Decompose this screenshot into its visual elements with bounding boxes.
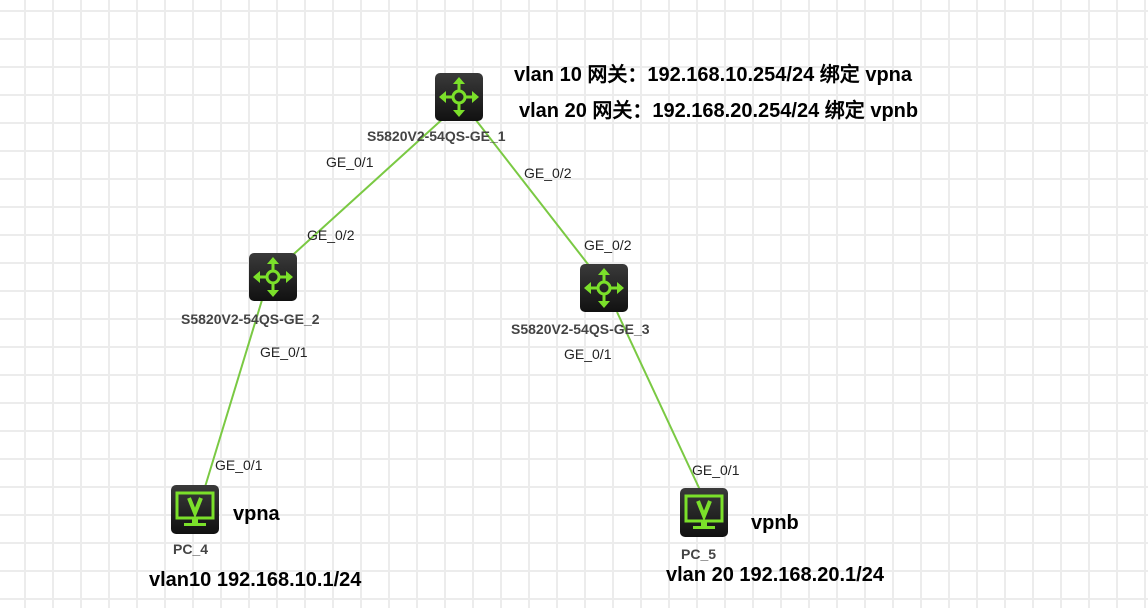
pc5-ip: vlan 20 192.168.20.1/24 (666, 564, 884, 586)
sw1-label: S5820V2-54QS-GE_1 (367, 128, 506, 144)
pc5-label: PC_5 (681, 546, 717, 562)
pc4-vpn: vpna (233, 503, 280, 525)
link-sw2-pc4[interactable] (204, 299, 263, 488)
link-sw3-pc5[interactable] (616, 311, 701, 491)
pc5-vpn: vpnb (751, 512, 799, 534)
port-label: GE_0/1 (564, 346, 612, 362)
switch-icon[interactable] (580, 264, 628, 312)
pc-icon[interactable] (171, 485, 219, 534)
note-vlan10: vlan 10 网关：192.168.10.254/24 绑定 vpna (514, 64, 912, 86)
port-label: GE_0/1 (215, 457, 263, 473)
pc4-ip: vlan10 192.168.10.1/24 (149, 569, 362, 591)
pc-icon[interactable] (680, 488, 728, 537)
switch-icon[interactable] (435, 73, 483, 121)
pc4-label: PC_4 (173, 541, 209, 557)
link-sw1-sw2[interactable] (284, 114, 448, 263)
note-vlan20: vlan 20 网关：192.168.20.254/24 绑定 vpnb (519, 100, 919, 122)
port-label: GE_0/1 (326, 154, 374, 170)
port-label: GE_0/1 (260, 344, 308, 360)
port-label: GE_0/1 (692, 462, 740, 478)
sw2-label: S5820V2-54QS-GE_2 (181, 311, 320, 327)
port-label: GE_0/2 (584, 237, 632, 253)
port-label: GE_0/2 (307, 227, 355, 243)
sw3-label: S5820V2-54QS-GE_3 (511, 321, 650, 337)
switch-icon[interactable] (249, 253, 297, 301)
link-sw1-sw3[interactable] (471, 114, 595, 273)
port-label: GE_0/2 (524, 165, 572, 181)
